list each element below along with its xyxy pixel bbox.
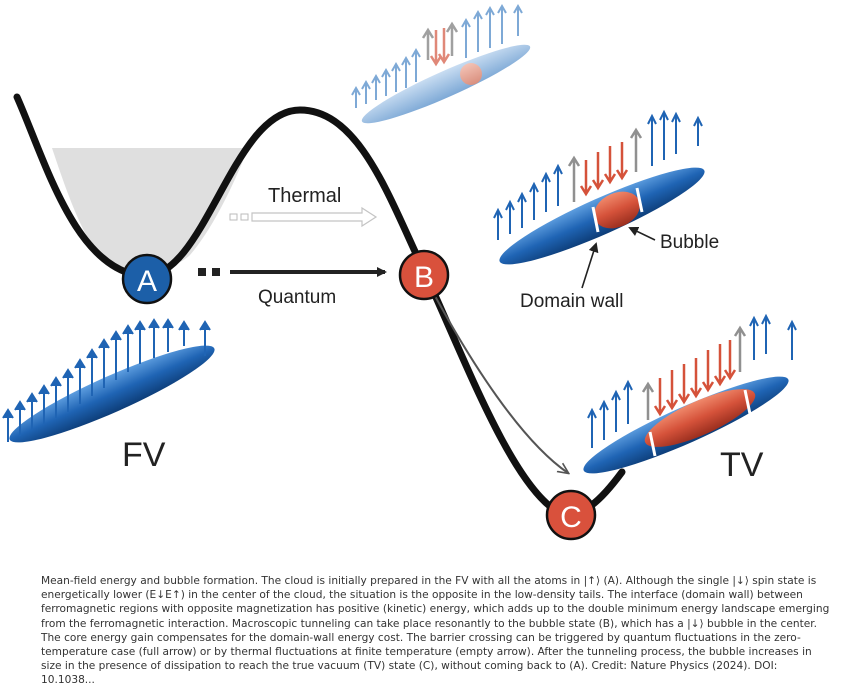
state-b: B bbox=[398, 249, 450, 301]
tv-spin-arrows bbox=[587, 313, 797, 448]
thermal-label: Thermal bbox=[268, 185, 341, 207]
dissipation-arrow bbox=[434, 295, 568, 473]
quantum-arrow bbox=[198, 267, 387, 277]
fv-spin-arrows bbox=[2, 318, 211, 442]
thermal-arrow bbox=[229, 206, 378, 228]
bubble-label: Bubble bbox=[660, 232, 719, 253]
tv-label: TV bbox=[720, 446, 764, 484]
state-c: C bbox=[545, 489, 597, 541]
fv-label: FV bbox=[122, 436, 166, 474]
fv-cloud bbox=[2, 318, 215, 443]
figure-caption: Mean-field energy and bubble formation. … bbox=[41, 575, 830, 687]
bubble-formation-figure: Thermal Quantum A B C bbox=[2, 3, 797, 541]
barrier-cloud bbox=[351, 3, 531, 124]
state-c-label: C bbox=[560, 501, 582, 534]
quantum-label: Quantum bbox=[258, 287, 336, 308]
state-a-label: A bbox=[137, 265, 157, 298]
domain-wall-label: Domain wall bbox=[520, 291, 623, 312]
bubble-spin-arrows bbox=[493, 109, 703, 240]
bubble-pointer bbox=[628, 226, 656, 241]
state-a: A bbox=[121, 253, 173, 305]
domain-wall-pointer bbox=[581, 242, 599, 289]
state-b-label: B bbox=[414, 261, 434, 294]
tv-cloud bbox=[583, 313, 797, 474]
barrier-spin-arrows bbox=[351, 3, 523, 108]
energy-landscape-curve bbox=[13, 93, 626, 518]
bubble-cloud bbox=[493, 109, 705, 265]
fv-well-fill bbox=[52, 148, 248, 270]
